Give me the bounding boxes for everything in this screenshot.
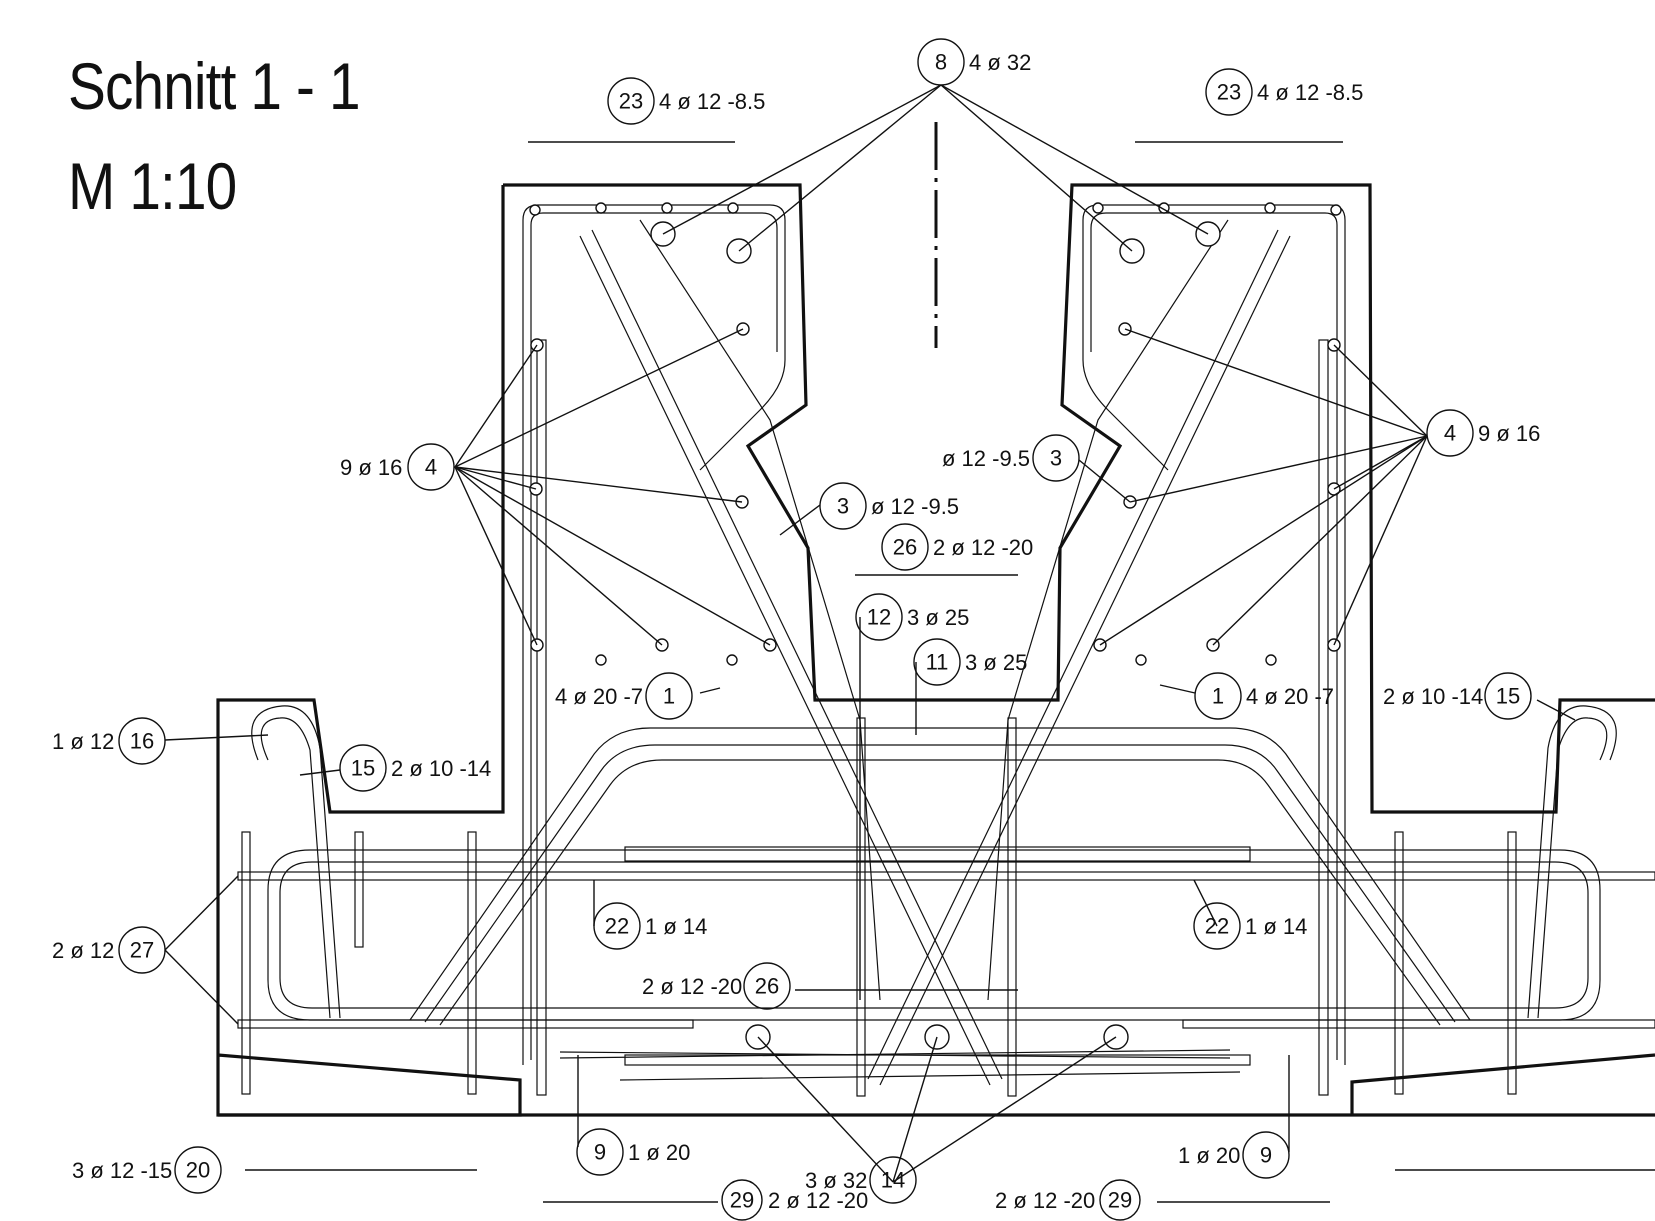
marker-26-top: 26 2 ø 12 -20	[881, 523, 1033, 571]
marker-3-right: 3 ø 12 -9.5	[942, 434, 1080, 482]
svg-text:15: 15	[1496, 684, 1520, 709]
svg-text:23: 23	[619, 89, 643, 114]
svg-text:8: 8	[935, 50, 947, 75]
svg-text:27: 27	[130, 938, 154, 963]
marker-15-right: 15 2 ø 10 -14	[1383, 672, 1532, 720]
svg-text:1: 1	[1212, 684, 1224, 709]
marker-3-left: 3 ø 12 -9.5	[819, 482, 959, 530]
svg-text:3: 3	[1050, 446, 1062, 471]
svg-text:15: 15	[351, 756, 375, 781]
marker-22-right: 22 1 ø 14	[1193, 902, 1307, 950]
marker-27: 27 2 ø 12	[52, 926, 166, 974]
svg-text:22: 22	[1205, 914, 1229, 939]
svg-text:ø 12 -9.5: ø 12 -9.5	[871, 494, 959, 519]
svg-text:20: 20	[186, 1158, 210, 1183]
callouts: 8 4 ø 32 23 4 ø 12 -8.5 23 4 ø 12 -8.5 4…	[52, 38, 1540, 1221]
svg-text:29: 29	[730, 1188, 754, 1213]
marker-4-left: 4 9 ø 16	[340, 443, 455, 491]
svg-text:9: 9	[1260, 1143, 1272, 1168]
svg-text:16: 16	[130, 729, 154, 754]
svg-text:1 ø 12: 1 ø 12	[52, 729, 114, 754]
svg-text:9: 9	[594, 1140, 606, 1165]
right-bottom-step	[1350, 1053, 1655, 1115]
svg-text:2 ø 10 -14: 2 ø 10 -14	[1383, 684, 1483, 709]
marker-29-right: 29 2 ø 12 -20	[995, 1179, 1141, 1221]
marker-26-bottom: 26 2 ø 12 -20	[642, 962, 791, 1010]
svg-text:1 ø 20: 1 ø 20	[1178, 1143, 1240, 1168]
svg-text:1: 1	[663, 684, 675, 709]
svg-text:4 ø 32: 4 ø 32	[969, 50, 1031, 75]
svg-text:4 ø 12 -8.5: 4 ø 12 -8.5	[1257, 80, 1363, 105]
left-slab-outline	[216, 185, 522, 1117]
marker-22-left: 22 1 ø 14	[593, 902, 707, 950]
svg-text:12: 12	[867, 605, 891, 630]
marker-14: 14 3 ø 32	[805, 1156, 917, 1204]
svg-text:3 ø 12 -15: 3 ø 12 -15	[72, 1158, 172, 1183]
scale-label: M 1:10	[68, 149, 237, 223]
svg-text:2 ø 12 -20: 2 ø 12 -20	[642, 974, 742, 999]
svg-text:29: 29	[1108, 1188, 1132, 1213]
svg-text:4 ø 20 -7: 4 ø 20 -7	[555, 684, 643, 709]
svg-text:23: 23	[1217, 80, 1241, 105]
marker-23-right: 23 4 ø 12 -8.5	[1205, 68, 1363, 116]
svg-text:2 ø 12 -20: 2 ø 12 -20	[995, 1188, 1095, 1213]
leader-lines	[164, 84, 1576, 1183]
svg-text:9 ø 16: 9 ø 16	[340, 455, 402, 480]
marker-8: 8 4 ø 32	[917, 38, 1031, 86]
svg-text:3 ø 25: 3 ø 25	[907, 605, 969, 630]
marker-16: 16 1 ø 12	[52, 717, 166, 765]
marker-9-left: 9 1 ø 20	[576, 1128, 690, 1176]
svg-text:ø 12 -9.5: ø 12 -9.5	[942, 446, 1030, 471]
svg-text:3: 3	[837, 494, 849, 519]
reinforcement	[237, 204, 1655, 1097]
main-bars	[529, 202, 1342, 1050]
svg-text:1 ø 14: 1 ø 14	[1245, 914, 1307, 939]
svg-text:9 ø 16: 9 ø 16	[1478, 421, 1540, 446]
svg-text:3 ø 25: 3 ø 25	[965, 650, 1027, 675]
marker-4-right: 4 9 ø 16	[1426, 409, 1540, 457]
marker-12: 12 3 ø 25	[855, 593, 969, 641]
svg-text:2 ø 10 -14: 2 ø 10 -14	[391, 756, 491, 781]
marker-15-left: 15 2 ø 10 -14	[339, 744, 491, 792]
svg-text:26: 26	[755, 974, 779, 999]
svg-text:4 ø 12 -8.5: 4 ø 12 -8.5	[659, 89, 765, 114]
svg-text:4: 4	[1444, 421, 1456, 446]
marker-1-left: 1 4 ø 20 -7	[555, 672, 693, 720]
svg-text:4 ø 20 -7: 4 ø 20 -7	[1246, 684, 1334, 709]
svg-text:2 ø 12: 2 ø 12	[52, 938, 114, 963]
svg-text:2 ø 12 -20: 2 ø 12 -20	[768, 1188, 868, 1213]
marker-1-right: 1 4 ø 20 -7	[1194, 672, 1334, 720]
marker-11: 11 3 ø 25	[913, 638, 1027, 686]
marker-29-left: 29 2 ø 12 -20	[721, 1179, 868, 1221]
svg-text:22: 22	[605, 914, 629, 939]
svg-text:3 ø 32: 3 ø 32	[805, 1168, 867, 1193]
svg-text:1 ø 14: 1 ø 14	[645, 914, 707, 939]
svg-text:26: 26	[893, 535, 917, 560]
section-title: Schnitt 1 - 1	[68, 49, 361, 123]
marker-9-right: 9 1 ø 20	[1178, 1131, 1290, 1179]
svg-text:14: 14	[881, 1168, 905, 1193]
marker-23-left: 23 4 ø 12 -8.5	[607, 77, 765, 125]
dimension-lines	[245, 141, 1655, 1203]
svg-text:4: 4	[425, 455, 437, 480]
svg-text:1 ø 20: 1 ø 20	[628, 1140, 690, 1165]
concrete-outline	[216, 183, 1655, 1117]
svg-text:2 ø 12 -20: 2 ø 12 -20	[933, 535, 1033, 560]
left-web-outline	[503, 183, 1655, 814]
svg-text:11: 11	[926, 650, 949, 675]
marker-20: 20 3 ø 12 -15	[72, 1146, 222, 1194]
